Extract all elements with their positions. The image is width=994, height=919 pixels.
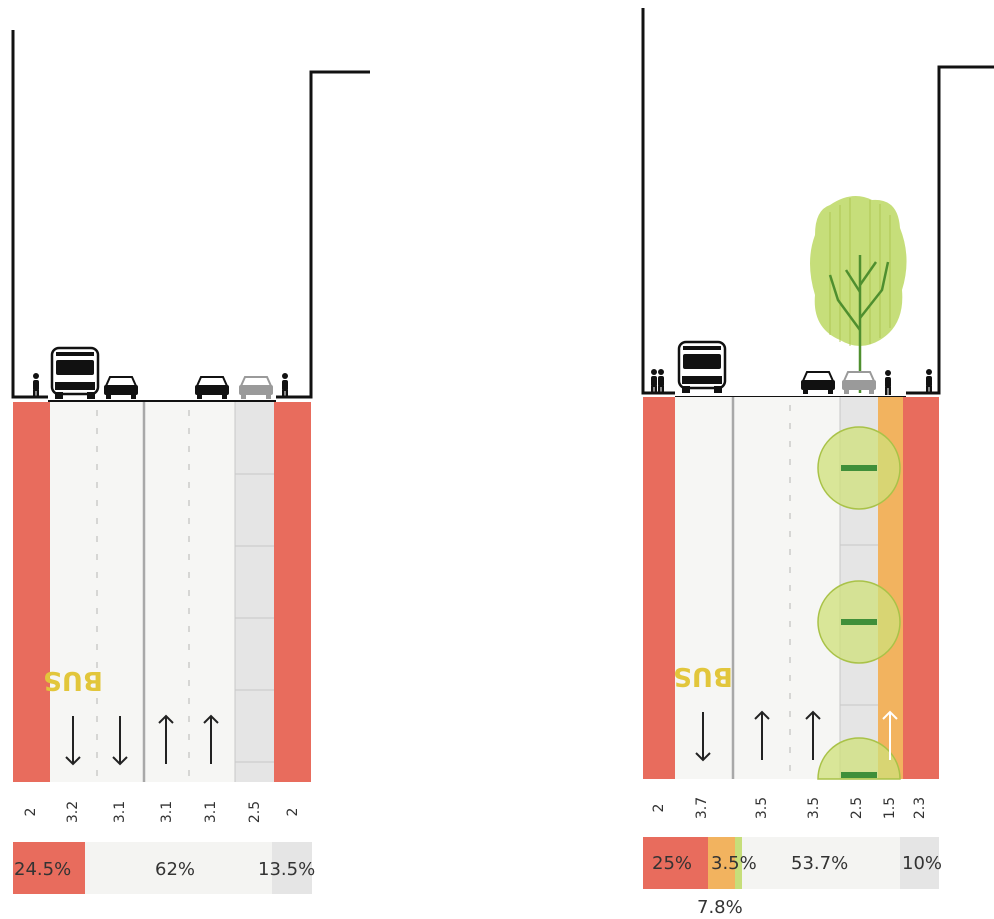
proposed-share-green: 7.8%	[697, 897, 743, 918]
proposed-sidewalk-left	[643, 397, 675, 779]
proposed-share-sidewalk: 25%	[652, 853, 692, 874]
proposed-share-bike: 3.5%	[711, 853, 757, 874]
lane-width-label: 2	[651, 804, 667, 813]
pedestrian-icon	[885, 370, 891, 395]
car-icon	[801, 371, 835, 394]
car-icon	[195, 376, 229, 399]
existing-share-bar: 24.5% 62% 13.5%	[13, 842, 315, 894]
proposed-building-right	[906, 65, 994, 395]
lane-width-label: 3.1	[159, 801, 175, 823]
arrow-up-icon	[805, 710, 821, 760]
arrow-up-icon	[203, 714, 219, 764]
arrow-down-icon	[112, 716, 128, 766]
existing-section: BUS	[11, 30, 370, 894]
lane-width-label: 1.5	[882, 797, 898, 819]
existing-parking-bays	[234, 402, 274, 782]
proposed-share-bar: 25% 3.5% 53.7% 10% 7.8%	[643, 837, 942, 918]
car-icon	[239, 376, 273, 399]
tree-icon	[810, 196, 907, 393]
proposed-bus-marking: BUS	[673, 661, 733, 691]
pedestrian-icon	[651, 369, 657, 394]
proposed-section: BUS	[641, 8, 994, 918]
existing-vehicle-lanes	[50, 402, 235, 782]
car-icon	[842, 371, 876, 394]
lane-width-label: 3.7	[694, 797, 710, 819]
proposed-share-vehicle: 53.7%	[791, 853, 848, 874]
existing-bus-marking: BUS	[43, 665, 103, 695]
proposed-vehicle-lanes	[675, 397, 840, 779]
bus-icon	[50, 346, 100, 399]
tree-icon	[817, 737, 901, 780]
proposed-sidewalk-right	[903, 397, 939, 779]
car-icon	[104, 376, 138, 399]
existing-share-sidewalk: 24.5%	[14, 859, 71, 880]
existing-parking-strip	[235, 402, 274, 782]
proposed-building-left	[641, 8, 675, 395]
existing-building-left	[11, 30, 48, 399]
lane-width-label: 2.5	[247, 801, 263, 823]
arrow-down-icon	[65, 716, 81, 766]
pedestrian-icon	[282, 373, 288, 398]
arrow-up-icon	[158, 714, 174, 764]
existing-share-vehicle: 62%	[155, 859, 195, 880]
lane-width-label: 3.1	[112, 801, 128, 823]
bus-icon	[677, 340, 727, 393]
existing-lane-widths: 2 3.2 3.1 3.1 3.1 2.5 2	[23, 801, 301, 823]
lane-width-label: 2.5	[849, 797, 865, 819]
bike-arrow-up-icon	[882, 710, 898, 760]
pedestrian-icon	[926, 369, 932, 394]
existing-sidewalk-left	[13, 402, 50, 782]
lane-width-label: 3.5	[806, 797, 822, 819]
lane-width-label: 2.3	[912, 797, 928, 819]
lane-width-label: 2	[23, 808, 39, 817]
tree-plan-circles	[817, 426, 901, 780]
pedestrian-icon	[658, 369, 664, 394]
existing-sidewalk-right	[274, 402, 311, 782]
existing-share-parking: 13.5%	[258, 859, 315, 880]
pedestrian-icon	[33, 373, 39, 398]
existing-building-right	[276, 70, 370, 399]
lane-width-label: 3.5	[754, 797, 770, 819]
arrow-up-icon	[754, 710, 770, 760]
proposed-share-parking: 10%	[902, 853, 942, 874]
lane-width-label: 2	[285, 808, 301, 817]
lane-width-label: 3.2	[65, 801, 81, 823]
arrow-down-icon	[695, 712, 711, 762]
proposed-lane-widths: 2 3.7 3.5 3.5 2.5 1.5 2.3	[651, 797, 928, 819]
lane-width-label: 3.1	[203, 801, 219, 823]
